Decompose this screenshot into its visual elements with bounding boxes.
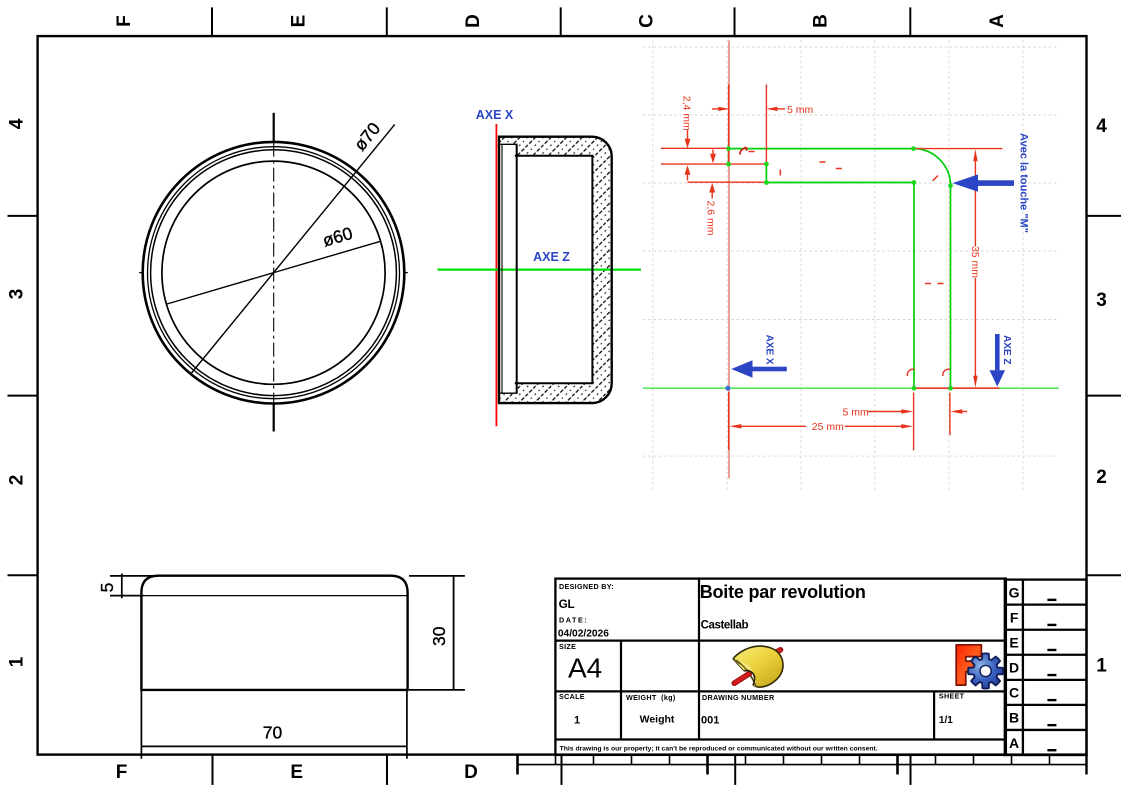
svg-text:1: 1 [574, 715, 580, 727]
svg-text:E: E [1009, 635, 1018, 651]
svg-text:4: 4 [7, 118, 28, 129]
svg-text:5: 5 [97, 583, 117, 593]
svg-text:GL: GL [559, 597, 575, 611]
svg-text:AXE X: AXE X [764, 335, 775, 365]
svg-text:001: 001 [701, 715, 719, 727]
svg-text:5 mm: 5 mm [843, 406, 870, 418]
svg-text:1/1: 1/1 [939, 715, 953, 726]
svg-text:A: A [1009, 735, 1019, 751]
svg-text:B: B [1009, 710, 1019, 726]
svg-text:SCALE: SCALE [559, 692, 585, 701]
svg-text:DESIGNED BY:: DESIGNED BY: [559, 582, 614, 591]
svg-text:1: 1 [7, 656, 28, 667]
svg-text:Weight: Weight [640, 714, 675, 726]
svg-text:AXE Z: AXE Z [1001, 335, 1012, 364]
svg-text:Boite par revolution: Boite par revolution [700, 582, 866, 602]
svg-text:F: F [116, 762, 128, 783]
svg-text:E: E [289, 15, 310, 28]
svg-text:5 mm: 5 mm [787, 104, 814, 116]
svg-text:C: C [1009, 685, 1019, 701]
svg-text:C: C [636, 14, 657, 28]
svg-text:ø60: ø60 [320, 223, 355, 251]
svg-text:2,6 mm: 2,6 mm [705, 200, 717, 235]
svg-text:35 mm: 35 mm [969, 246, 981, 278]
svg-text:70: 70 [263, 723, 283, 743]
svg-text:DATE:: DATE: [559, 615, 588, 624]
svg-text:DRAWING NUMBER: DRAWING NUMBER [702, 693, 775, 702]
svg-text:Castellab: Castellab [701, 619, 749, 631]
svg-text:AXE Z: AXE Z [533, 250, 570, 264]
svg-text:A4: A4 [568, 653, 602, 684]
svg-text:4: 4 [1096, 116, 1107, 137]
svg-text:D: D [463, 14, 484, 28]
svg-text:04/02/2026: 04/02/2026 [558, 628, 609, 639]
svg-text:SHEET: SHEET [939, 692, 965, 701]
svg-text:25 mm: 25 mm [812, 421, 844, 433]
svg-text:G: G [1009, 584, 1020, 600]
svg-text:This drawing is our property;: This drawing is our property; it can't b… [560, 745, 878, 752]
svg-text:F: F [114, 15, 135, 27]
svg-text:AXE X: AXE X [476, 108, 514, 122]
svg-text:2: 2 [1096, 467, 1107, 488]
svg-text:2,4 mm: 2,4 mm [680, 96, 692, 131]
svg-text:3: 3 [1096, 290, 1107, 311]
svg-text:ø70: ø70 [350, 118, 385, 154]
svg-text:SIZE: SIZE [559, 642, 576, 651]
svg-text:2: 2 [7, 475, 28, 486]
svg-text:D: D [1009, 660, 1019, 676]
svg-text:3: 3 [7, 289, 28, 300]
svg-text:30: 30 [429, 626, 449, 646]
svg-text:E: E [290, 762, 303, 783]
svg-text:B: B [811, 14, 832, 28]
svg-text:F: F [1010, 609, 1019, 625]
svg-text:D: D [464, 762, 478, 783]
svg-text:1: 1 [1096, 656, 1107, 677]
svg-text:Avec la touche "M": Avec la touche "M" [1018, 133, 1030, 233]
svg-text:A: A [987, 14, 1008, 28]
svg-text:WEIGHT (kg): WEIGHT (kg) [626, 693, 676, 702]
